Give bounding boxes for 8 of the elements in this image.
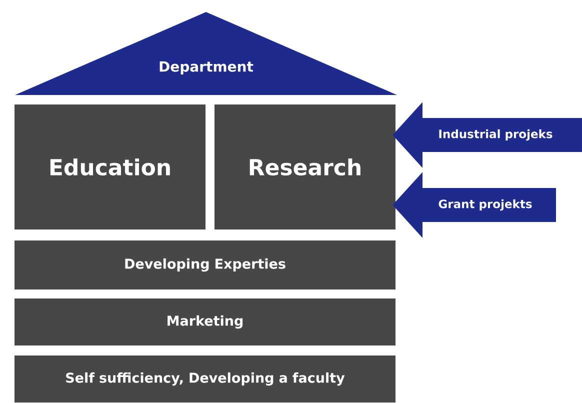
foundation-band: Marketing bbox=[14, 298, 396, 346]
roof-triangle: Department bbox=[15, 12, 397, 95]
foundation-band: Developing Experties bbox=[14, 240, 396, 290]
arrow-label: Industrial projeks bbox=[439, 129, 552, 141]
pillar-box: Research bbox=[214, 103, 396, 230]
foundation-band: Self sufficiency, Developing a faculty bbox=[14, 354, 396, 403]
arrow-label: Grant projekts bbox=[438, 199, 532, 211]
pillar-box: Education bbox=[14, 103, 206, 230]
